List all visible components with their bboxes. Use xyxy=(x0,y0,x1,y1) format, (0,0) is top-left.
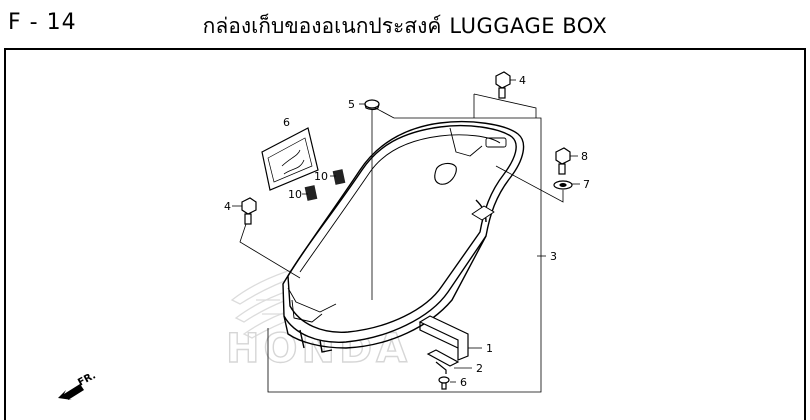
part-7-washer xyxy=(553,180,573,190)
callout-leaders xyxy=(232,79,580,383)
part-9-label-sticker xyxy=(261,127,319,191)
callout-1: 1 xyxy=(486,342,493,355)
callout-4-left: 4 xyxy=(224,200,231,213)
part-5-cap xyxy=(364,99,380,111)
callout-3: 3 xyxy=(550,250,557,263)
part-2-bracket xyxy=(426,349,460,374)
diagram-frame xyxy=(4,48,806,420)
part-4-bolt-left xyxy=(241,197,257,225)
part-10-rubber-pad-lower xyxy=(304,185,318,201)
callout-10-lower: 10 xyxy=(288,188,302,201)
callout-10-upper: 10 xyxy=(314,170,328,183)
callout-8: 8 xyxy=(581,150,588,163)
part-4-bolt-upper xyxy=(495,71,511,99)
callout-2: 2 xyxy=(476,362,483,375)
front-direction-label: FR. xyxy=(76,370,98,388)
callout-6: 6 xyxy=(460,376,467,389)
leader-7-8 xyxy=(495,165,564,203)
callout-5: 5 xyxy=(348,98,355,111)
luggage-box-body xyxy=(282,120,525,353)
part-10-rubber-pad-upper xyxy=(332,169,346,185)
diagram-header: F - 14 กล่องเก็บของอเนกประสงค์ LUGGAGE BO… xyxy=(0,0,810,50)
leader-4-left xyxy=(239,223,301,279)
callout-9: 9 xyxy=(283,115,290,128)
part-8-bolt xyxy=(555,147,571,175)
front-direction-arrow: FR. xyxy=(58,370,98,400)
figure-title-thai: กล่องเก็บของอเนกประสงค์ xyxy=(202,14,442,38)
part-1-bracket xyxy=(418,315,469,361)
part-6-screw xyxy=(438,376,450,390)
figure-code: F - 14 xyxy=(8,10,77,35)
figure-title-english: LUGGAGE BOX xyxy=(449,14,608,38)
figure-title: กล่องเก็บของอเนกประสงค์ LUGGAGE BOX xyxy=(0,10,810,43)
callout-4-upper: 4 xyxy=(519,74,526,87)
callout-7: 7 xyxy=(583,178,590,191)
